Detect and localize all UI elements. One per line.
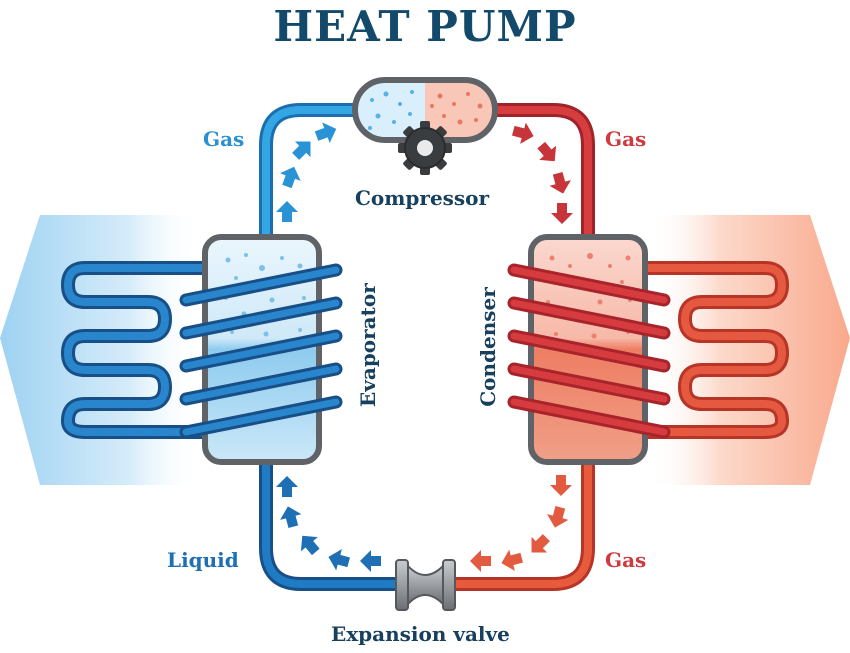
gas-label-top-left: Gas: [203, 127, 245, 151]
cold-air-stream: [0, 215, 200, 485]
flow-arrow-up: [280, 506, 302, 528]
flow-arrows: [276, 122, 573, 572]
flow-arrow-left: [328, 549, 350, 571]
page-title: HEAT PUMP: [273, 2, 577, 51]
condenser-air-coil: [633, 261, 790, 439]
flow-arrow-up: [276, 476, 298, 497]
flow-arrow-down: [550, 475, 572, 496]
evaporator-coil-windings: [179, 263, 343, 439]
flow-arrow-up: [280, 166, 301, 189]
flow-arrow-up: [276, 201, 298, 222]
compressor-unit: [352, 77, 498, 143]
refrigerant-loop: [259, 103, 595, 591]
flow-arrow-left: [501, 549, 523, 571]
liquid-label: Liquid: [167, 548, 239, 572]
gear-icon: [398, 121, 452, 175]
flow-arrow-down-left: [531, 534, 550, 553]
evaporator-air-coil: [60, 261, 217, 439]
compressor-label: Compressor: [355, 186, 490, 210]
evaporator-label: Evaporator: [356, 283, 380, 407]
gas-label-bottom-right: Gas: [605, 548, 647, 572]
flow-arrow-left: [360, 550, 381, 572]
flow-arrow-down-left: [547, 506, 569, 528]
expansion-valve-label: Expansion valve: [331, 622, 510, 646]
flow-arrow-right: [512, 122, 534, 144]
expansion-valve: [395, 559, 456, 611]
hot-air-stream: [650, 215, 850, 485]
flow-arrow-left: [470, 550, 491, 572]
flow-arrow-up-right: [292, 141, 311, 160]
flow-arrow-down-right: [537, 141, 557, 162]
flow-arrow-right: [314, 122, 337, 143]
flow-arrow-up-left: [300, 535, 320, 556]
gas-label-top-right: Gas: [605, 127, 647, 151]
condenser-label: Condenser: [476, 287, 500, 407]
condenser-coil-windings: [507, 263, 671, 439]
flow-arrow-down: [551, 203, 573, 224]
flow-arrow-down: [549, 172, 571, 194]
